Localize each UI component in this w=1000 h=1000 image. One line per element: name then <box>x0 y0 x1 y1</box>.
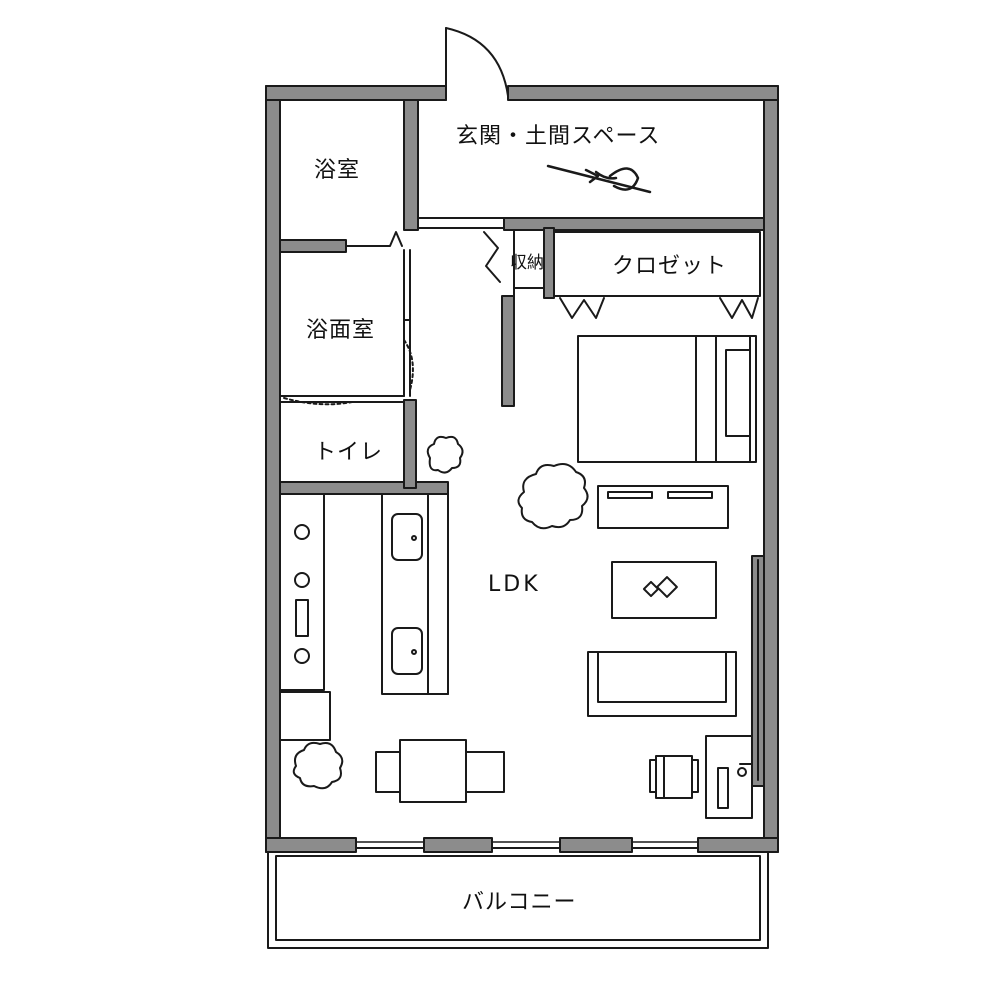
desk-icon <box>705 735 753 819</box>
room-label-washroom: 浴面室 <box>306 318 376 343</box>
stove-burner-icon <box>294 648 310 664</box>
sink-icon <box>391 627 423 675</box>
room-label-bath: 浴室 <box>314 158 361 183</box>
chair-icon <box>649 755 699 799</box>
tv-stand <box>597 485 729 529</box>
balcony <box>267 847 769 949</box>
interior-walls <box>279 99 765 787</box>
stove-burner-icon <box>294 572 310 588</box>
closet <box>553 231 761 319</box>
room-label-ldk: LDK <box>488 572 541 597</box>
bicycle-icon <box>546 164 652 194</box>
plant-icon <box>517 463 589 530</box>
room-label-balcony: バルコニー <box>462 890 577 915</box>
table-icon <box>611 561 717 619</box>
partitions <box>279 217 505 406</box>
dining-set <box>375 739 505 803</box>
sink-icon <box>391 513 423 561</box>
bed-icon <box>577 335 757 463</box>
plant-icon <box>426 435 464 474</box>
storage-door-icon <box>483 229 545 297</box>
room-label-toilet: トイレ <box>314 440 384 465</box>
room-label-entrance: 玄関・土間スペース <box>456 124 661 149</box>
outer-walls <box>265 85 779 853</box>
door-swing-icon <box>445 27 509 101</box>
right-windows <box>751 559 759 781</box>
kitchen-island <box>381 493 449 695</box>
kitchen-counter <box>279 493 331 741</box>
stove-burner-icon <box>294 524 310 540</box>
plant-icon <box>292 741 344 790</box>
room-label-storage: 収納 <box>510 253 544 273</box>
room-label-closet: クロゼット <box>612 254 728 279</box>
sofa-icon <box>587 651 737 717</box>
south-windows <box>355 841 699 849</box>
